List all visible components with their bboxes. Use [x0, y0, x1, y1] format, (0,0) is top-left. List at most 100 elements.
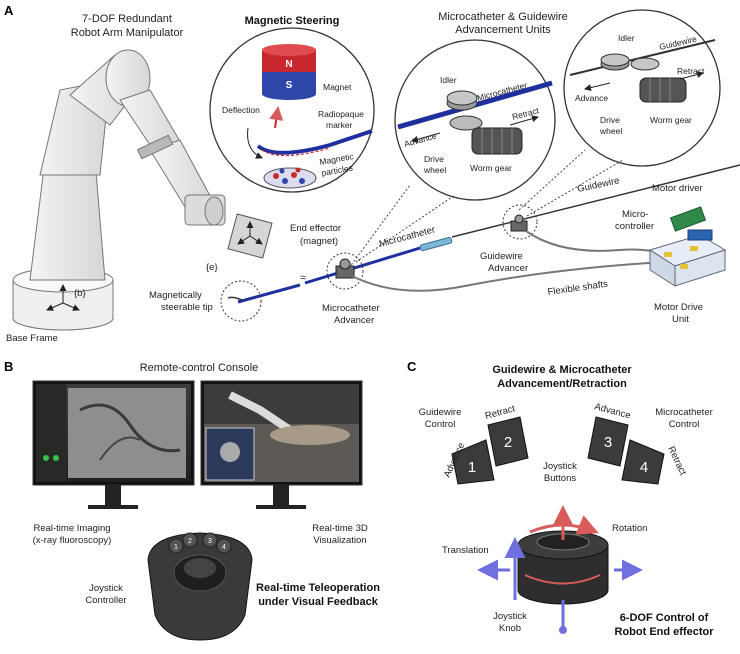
mc-worm-label: Worm gear [470, 163, 512, 173]
tip-highlight [220, 280, 262, 322]
magnetic-particles [263, 167, 317, 189]
gw-idler-wheel [600, 53, 660, 71]
gw-drive-worm-gear [639, 77, 687, 103]
steerable-tip-label-2: steerable tip [161, 302, 213, 313]
microcontroller-label-2: controller [615, 221, 654, 232]
motor-drive-unit [648, 206, 727, 287]
catheter-shaft [304, 246, 421, 285]
imaging-label-1: Real-time Imaging [33, 523, 110, 534]
gw-unit-wire [569, 39, 716, 76]
teleop-label-1: Real-time Teleoperation [256, 582, 380, 594]
units-title-line-1: Microcatheter & Guidewire [438, 11, 568, 23]
end-effector-magnet [227, 213, 273, 259]
catheter-distal [237, 283, 301, 304]
viz-label-1: Real-time 3D [312, 523, 368, 534]
flexible-shaft-1 [351, 261, 666, 292]
mc-advancer-label-2: Advancer [334, 315, 374, 326]
panel-label-b: B [4, 359, 13, 374]
guidewire-line [451, 164, 740, 238]
deflection-label: Deflection [222, 105, 260, 115]
deflection-curve [247, 127, 263, 159]
joystick-btn-3: 3 [208, 538, 212, 545]
panel-label-c: C [407, 359, 417, 374]
mc-drive-label-1: Drive [424, 154, 444, 164]
mc-control-label-2: Control [669, 419, 700, 430]
gw-control-label-1: Guidewire [419, 407, 462, 418]
base-frame-label: Base Frame [6, 333, 58, 344]
steering-title: Magnetic Steering [245, 15, 340, 27]
magnet-label: Magnet [323, 82, 352, 92]
units-title-line-2: Advancement Units [455, 24, 551, 36]
guidewire-label: Guidewire [576, 175, 620, 195]
panel-c-button-4 [621, 439, 665, 485]
flexible-shafts-label: Flexible shafts [547, 279, 609, 298]
panel-label-a: A [4, 3, 14, 18]
mc-drive-worm-gear [449, 115, 523, 155]
dof-label-1: 6-DOF Control of [620, 612, 709, 624]
radiopaque-marker [261, 147, 331, 157]
joystick-btn-4: 4 [222, 544, 226, 551]
gw-advancer-label-1: Guidewire [480, 251, 523, 262]
panel-c-button-1 [451, 439, 495, 485]
panel-c-button-3-num: 3 [604, 434, 612, 451]
panel-c-button-3 [587, 416, 629, 467]
joystick-label-2: Controller [85, 595, 126, 606]
dof-label-2: Robot End effector [615, 626, 715, 638]
gw-advance-label: Advance [575, 93, 608, 103]
end-effector-label-2: (magnet) [300, 236, 338, 247]
gw-control-label-2: Control [425, 419, 456, 430]
joystick-buttons-label-2: Buttons [544, 473, 576, 484]
knob-label-2: Knob [499, 623, 521, 634]
steerable-tip [227, 296, 243, 301]
magnet-icon [262, 44, 316, 100]
teleop-label-2: under Visual Feedback [258, 596, 379, 608]
panel-c-title-2: Advancement/Retraction [497, 378, 627, 390]
magnet-pole-n: N [285, 59, 292, 70]
robot-title-line-1: 7-DOF Redundant [82, 13, 172, 25]
viz-label-2: Visualization [313, 535, 366, 546]
steering-catheter [256, 129, 373, 155]
mc-advancer-label-1: Microcatheter [322, 303, 380, 314]
motor-driver-label: Motor driver [652, 183, 703, 194]
rotation-label: Rotation [612, 523, 647, 534]
microcontroller-label-1: Micro- [622, 209, 648, 220]
gw-retract-arrow [679, 71, 704, 80]
deflection-arrow [269, 106, 284, 129]
gw-advancer-device [510, 214, 528, 232]
mc-drive-label-2: wheel [423, 165, 446, 175]
panel-c-button-4-num: 4 [640, 459, 648, 476]
robot-title-line-2: Robot Arm Manipulator [71, 27, 184, 39]
magnet-pole-s: S [286, 80, 293, 91]
frame-b-axes [46, 284, 80, 311]
joystick-btn-1: 1 [174, 544, 178, 551]
break-mark: ≈ [300, 272, 306, 284]
mc-idler-wheel [446, 90, 478, 111]
radiopaque-label-2: marker [326, 120, 353, 130]
frame-b-label: {b} [74, 288, 86, 299]
imaging-label-2: (x-ray fluoroscopy) [33, 535, 112, 546]
catheter-hub [419, 236, 453, 252]
frame-e-label: {e} [206, 262, 218, 273]
console-title: Remote-control Console [140, 362, 259, 374]
inset-connectors [348, 149, 624, 269]
gw-advance-arrow [584, 82, 611, 92]
gw-retract-label: Retract [677, 66, 705, 76]
gw-idler-label: Idler [618, 33, 635, 43]
gw-drive-label-1: Drive [600, 115, 620, 125]
translation-down-dot [559, 626, 567, 634]
panel-c-button-2-num: 2 [504, 434, 512, 451]
joystick-btn-2: 2 [188, 538, 192, 545]
mdu-label-2: Unit [672, 314, 689, 325]
rotation-arrow [529, 515, 599, 535]
joystick-knob [517, 530, 609, 605]
joystick-buttons-label-1: Joystick [543, 461, 577, 472]
gw-advancer-label-2: Advancer [488, 263, 528, 274]
joystick-label-1: Joystick [89, 583, 123, 594]
flexible-shaft-2 [525, 230, 666, 256]
translation-label: Translation [442, 545, 489, 556]
joystick-controller [147, 532, 253, 641]
radiopaque-label-1: Radiopaque [318, 109, 364, 119]
steerable-tip-label-1: Magnetically [149, 290, 202, 301]
mc-advance-arrow [411, 132, 441, 143]
